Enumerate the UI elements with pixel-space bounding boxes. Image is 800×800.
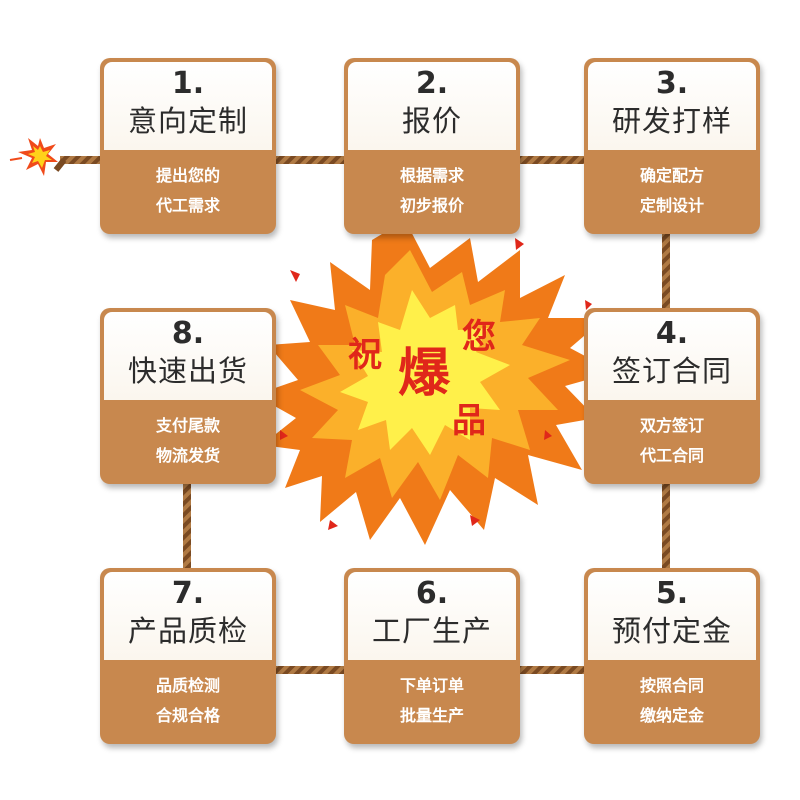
step-desc-line-2: 初步报价: [344, 196, 520, 216]
step-desc-line-1: 确定配方: [584, 166, 760, 186]
step-desc-line-2: 批量生产: [344, 706, 520, 726]
step-title: 预付定金: [584, 614, 760, 648]
step-card-7: 7. 产品质检 品质检测 合规合格: [100, 568, 276, 744]
step-desc-line-1: 双方签订: [584, 416, 760, 436]
step-desc-line-2: 缴纳定金: [584, 706, 760, 726]
step-card-3: 3. 研发打样 确定配方 定制设计: [584, 58, 760, 234]
step-desc-line-1: 支付尾款: [100, 416, 276, 436]
burst-char-zhu: 祝: [348, 338, 382, 372]
step-desc-line-2: 代工合同: [584, 446, 760, 466]
step-title: 研发打样: [584, 104, 760, 138]
burst-char-bao: 爆: [398, 348, 450, 400]
step-title: 产品质检: [100, 614, 276, 648]
step-title: 快速出货: [100, 354, 276, 388]
step-number: 8.: [100, 318, 276, 350]
step-desc-line-2: 物流发货: [100, 446, 276, 466]
step-card-1: 1. 意向定制 提出您的 代工需求: [100, 58, 276, 234]
step-number: 1.: [100, 68, 276, 100]
step-number: 4.: [584, 318, 760, 350]
step-card-6: 6. 工厂生产 下单订单 批量生产: [344, 568, 520, 744]
step-number: 3.: [584, 68, 760, 100]
step-card-8: 8. 快速出货 支付尾款 物流发货: [100, 308, 276, 484]
step-desc-line-2: 定制设计: [584, 196, 760, 216]
step-desc-line-1: 按照合同: [584, 676, 760, 696]
step-desc-line-2: 代工需求: [100, 196, 276, 216]
step-desc-line-1: 根据需求: [344, 166, 520, 186]
step-title: 意向定制: [100, 104, 276, 138]
step-card-4: 4. 签订合同 双方签订 代工合同: [584, 308, 760, 484]
step-card-2: 2. 报价 根据需求 初步报价: [344, 58, 520, 234]
step-number: 5.: [584, 578, 760, 610]
step-desc-line-2: 合规合格: [100, 706, 276, 726]
step-title: 工厂生产: [344, 614, 520, 648]
step-title: 报价: [344, 104, 520, 138]
step-desc-line-1: 提出您的: [100, 166, 276, 186]
step-desc-line-1: 下单订单: [344, 676, 520, 696]
step-number: 2.: [344, 68, 520, 100]
step-card-5: 5. 预付定金 按照合同 缴纳定金: [584, 568, 760, 744]
step-title: 签订合同: [584, 354, 760, 388]
burst-char-pin: 品: [452, 404, 486, 438]
step-number: 6.: [344, 578, 520, 610]
step-number: 7.: [100, 578, 276, 610]
step-desc-line-1: 品质检测: [100, 676, 276, 696]
burst-char-nin: 您: [462, 320, 496, 354]
